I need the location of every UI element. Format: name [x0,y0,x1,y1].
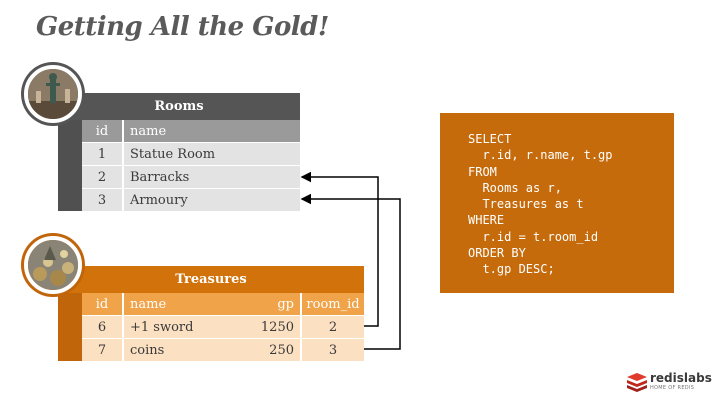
statue-photo-icon [24,65,82,123]
treasure-id-cell: 7 [82,338,123,361]
logo-tagline: HOME OF REDIS [650,385,695,391]
treasure-room-id-cell: 2 [300,315,364,339]
connector-room-id-2 [300,171,379,327]
table-row: 7 coins 250 3 [58,338,364,361]
rooms-table-title: Rooms [58,93,300,120]
treasure-gp-cell: 1250 [234,315,301,339]
treasure-gp-cell: 250 [234,338,301,361]
logo-brand-text: redislabs [650,371,712,385]
treasure-name-cell: +1 sword [122,315,234,339]
treasures-table: Treasures id name gp room_id 6 +1 sword … [58,266,364,361]
treasure-name-cell: coins [122,338,234,361]
column-header-id: id [82,293,123,316]
redis-cube-icon [627,373,647,392]
connector-room-id-3 [300,193,401,350]
room-id-cell: 2 [82,165,123,189]
table-row: 2 Barracks [58,165,300,189]
sql-query-panel: SELECT r.id, r.name, t.gp FROM Rooms as … [440,113,674,293]
column-header-room-id: room_id [300,293,364,316]
table-row: 1 Statue Room [58,142,300,166]
room-name-cell: Barracks [122,165,300,189]
treasure-id-cell: 6 [82,315,123,339]
treasure-photo-icon [24,236,82,294]
table-row: 3 Armoury [58,188,300,211]
room-name-cell: Statue Room [122,142,300,166]
column-header-gp: gp [234,293,301,316]
slide-title: Getting All the Gold! [36,12,329,42]
room-id-cell: 1 [82,142,123,166]
room-name-cell: Armoury [122,188,300,211]
column-header-id: id [82,120,123,143]
rooms-table: Rooms id name 1 Statue Room 2 Barracks 3… [58,93,300,211]
room-id-cell: 3 [82,188,123,211]
treasures-table-title: Treasures [58,266,364,293]
column-header-name: name [122,293,234,316]
column-header-name: name [122,120,300,143]
sql-query-code: SELECT r.id, r.name, t.gp FROM Rooms as … [468,132,613,277]
treasure-room-id-cell: 3 [300,338,364,361]
table-row: 6 +1 sword 1250 2 [58,315,364,339]
